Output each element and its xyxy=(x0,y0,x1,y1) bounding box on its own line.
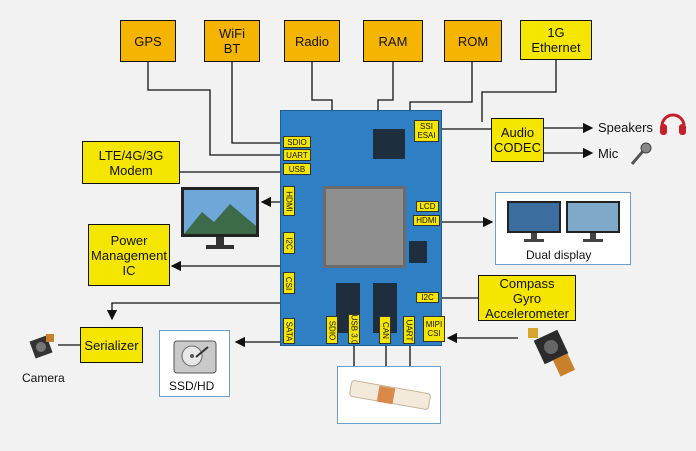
radio-line xyxy=(311,62,333,112)
sensors-box: Compass Gyro Accelerometer xyxy=(478,275,576,321)
camera-module-icon xyxy=(528,328,576,377)
label-uart-left: UART xyxy=(283,149,311,161)
headphones-icon xyxy=(660,113,686,135)
camera-label: Camera xyxy=(22,371,65,385)
board-chip-4 xyxy=(409,241,427,263)
label-hdmi-left: HDMI xyxy=(283,186,295,216)
radio-box: Radio xyxy=(284,20,340,62)
wifi-line xyxy=(231,62,285,144)
ethernet-line xyxy=(481,58,557,122)
ethernet-box: 1G Ethernet xyxy=(520,20,592,60)
ram-box: RAM xyxy=(363,20,423,62)
gps-box: GPS xyxy=(120,20,176,62)
label-sata: SATA xyxy=(283,318,295,344)
modem-box: LTE/4G/3G Modem xyxy=(82,141,180,184)
label-can: CAN xyxy=(379,316,391,344)
camera-module-icon xyxy=(29,334,54,359)
dual-display-label: Dual display xyxy=(526,248,592,262)
microphone-icon xyxy=(630,142,652,165)
label-csi-left: CSI xyxy=(283,272,295,294)
antenna-icon xyxy=(349,380,431,410)
ssd-label: SSD/HD xyxy=(169,379,215,393)
rom-line xyxy=(409,62,473,112)
wifi-bt-box: WiFi BT xyxy=(204,20,260,62)
serializer-arrow xyxy=(106,302,282,321)
label-usb3: USB 3.0 xyxy=(348,314,360,344)
ram-line xyxy=(377,62,394,112)
dual-display-frame: Dual display xyxy=(495,192,631,265)
label-lcd: LCD xyxy=(416,201,439,212)
board-chip-1 xyxy=(373,129,405,159)
rom-box: ROM xyxy=(444,20,502,62)
label-sdio-left: SDIO xyxy=(283,136,311,148)
label-i2c-left: I2C xyxy=(283,232,295,254)
label-sdio-bottom: SDIO xyxy=(326,316,338,344)
monitor-icon xyxy=(181,187,259,249)
hard-drive-icon xyxy=(173,340,217,374)
serializer-box: Serializer xyxy=(80,327,143,363)
gps-line xyxy=(147,62,285,156)
mic-label: Mic xyxy=(598,146,619,161)
speakers-label: Speakers xyxy=(598,120,653,135)
dual-monitor-icon xyxy=(507,201,620,242)
label-uart-bottom: UART xyxy=(403,316,415,344)
label-ssi-esai: SSI ESAI xyxy=(414,120,439,142)
label-i2c-right: I2C xyxy=(416,292,439,303)
ssd-frame: SSD/HD xyxy=(159,330,230,397)
label-hdmi-right: HDMI xyxy=(413,215,440,226)
audio-codec-box: Audio CODEC xyxy=(491,118,544,162)
power-ic-box: Power Management IC xyxy=(88,224,170,286)
antenna-frame xyxy=(337,366,441,424)
cpu-chip xyxy=(323,186,406,268)
label-mipi-csi: MIPI CSI xyxy=(423,316,445,342)
label-usb: USB xyxy=(283,163,311,175)
